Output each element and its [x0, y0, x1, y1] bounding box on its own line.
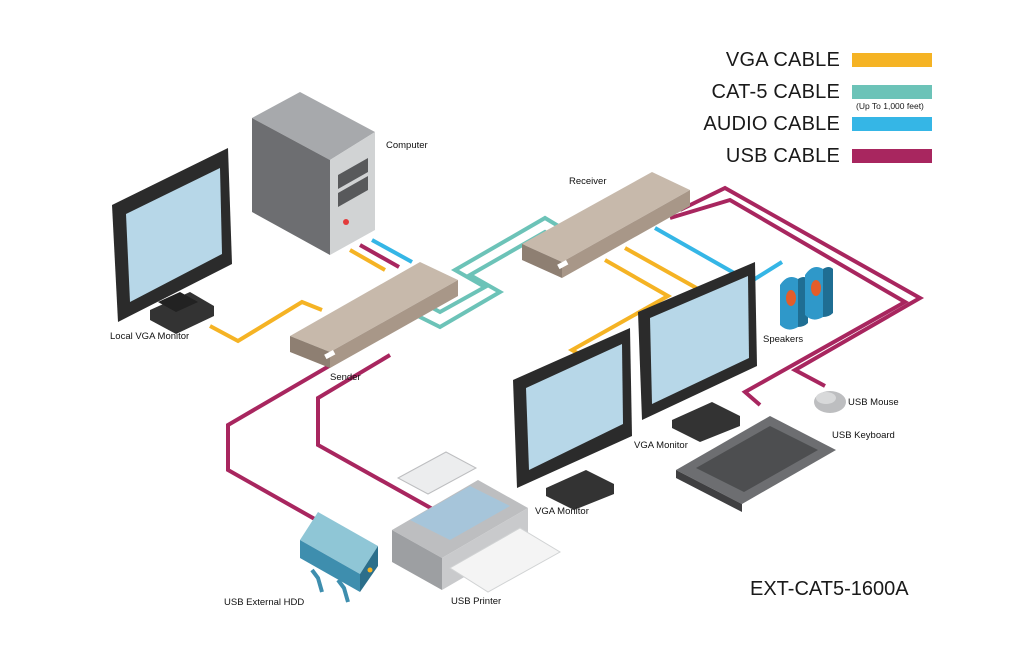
usb-printer: [392, 451, 561, 593]
legend-label-vga: VGA CABLE: [725, 49, 840, 71]
legend-swatch-usb: [852, 149, 932, 163]
label-usb-mouse: USB Mouse: [848, 397, 899, 408]
usb-cable-keyboard: [669, 197, 910, 407]
vga-monitor-left: [513, 328, 632, 510]
legend-label-audio: AUDIO CABLE: [703, 113, 840, 135]
vga-cable-computer: [349, 248, 386, 272]
label-vga-monitor-left: VGA Monitor: [535, 506, 589, 517]
usb-cable-computer: [359, 243, 400, 269]
label-speakers: Speakers: [763, 334, 804, 345]
label-sender: Sender: [330, 372, 361, 383]
usb-mouse: [814, 391, 846, 413]
legend-swatch-vga: [852, 53, 932, 67]
usb-cable-hdd: [226, 346, 362, 524]
audio-cable-computer: [371, 238, 413, 264]
legend-label-cat5: CAT-5 CABLE: [711, 81, 840, 103]
usb-external-hdd: [300, 512, 378, 603]
label-computer: Computer: [386, 140, 428, 151]
label-receiver: Receiver: [569, 176, 607, 187]
label-local-vga-monitor: Local VGA Monitor: [110, 331, 190, 342]
legend-note-cat5: (Up To 1,000 feet): [856, 101, 924, 111]
vga-cable-local: [209, 299, 323, 344]
vga-cable-right-monitor: [624, 246, 701, 292]
usb-keyboard: [676, 416, 836, 512]
local-vga-monitor: [112, 148, 232, 334]
speakers: [780, 267, 833, 330]
label-usb-keyboard: USB Keyboard: [832, 430, 895, 441]
label-vga-monitor-right: VGA Monitor: [634, 440, 688, 451]
label-usb-printer: USB Printer: [451, 596, 502, 607]
legend-label-usb: USB CABLE: [725, 145, 840, 167]
receiver-box: [522, 172, 690, 278]
cat5-cable-b: [424, 215, 572, 315]
legend-swatch-cat5: [852, 85, 932, 99]
label-usb-external-hdd: USB External HDD: [224, 597, 305, 608]
model-number: EXT-CAT5-1600A: [750, 578, 909, 600]
sender-box: [290, 262, 458, 368]
usb-cable-printer: [316, 353, 446, 518]
usb-cable-mouse: [679, 185, 925, 388]
computer-tower: [252, 92, 375, 255]
vga-monitor-right: [638, 262, 757, 442]
legend-swatch-audio: [852, 117, 932, 131]
